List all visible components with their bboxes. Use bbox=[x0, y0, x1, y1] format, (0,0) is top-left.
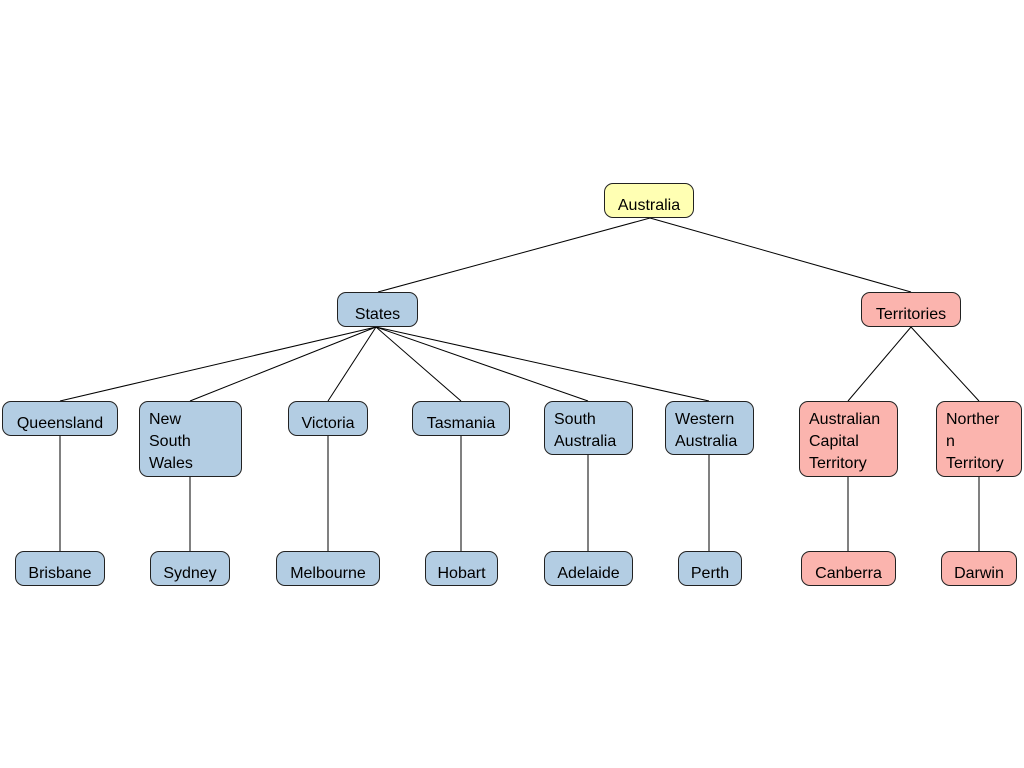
node-australian-capital-territory: Australian Capital Territory bbox=[799, 401, 898, 477]
node-perth: Perth bbox=[678, 551, 742, 586]
node-australia: Australia bbox=[604, 183, 694, 218]
node-darwin: Darwin bbox=[941, 551, 1017, 586]
node-canberra: Canberra bbox=[801, 551, 896, 586]
node-states: States bbox=[337, 292, 418, 327]
node-adelaide: Adelaide bbox=[544, 551, 633, 586]
node-northern-territory: Norther n Territory bbox=[936, 401, 1022, 477]
node-territories: Territories bbox=[861, 292, 961, 327]
node-victoria: Victoria bbox=[288, 401, 368, 436]
node-new-south-wales: New South Wales bbox=[139, 401, 242, 477]
node-hobart: Hobart bbox=[425, 551, 498, 586]
node-western-australia: Western Australia bbox=[665, 401, 754, 455]
node-queensland: Queensland bbox=[2, 401, 118, 436]
node-brisbane: Brisbane bbox=[15, 551, 105, 586]
node-south-australia: South Australia bbox=[544, 401, 633, 455]
node-tasmania: Tasmania bbox=[412, 401, 510, 436]
node-melbourne: Melbourne bbox=[276, 551, 380, 586]
node-sydney: Sydney bbox=[150, 551, 230, 586]
